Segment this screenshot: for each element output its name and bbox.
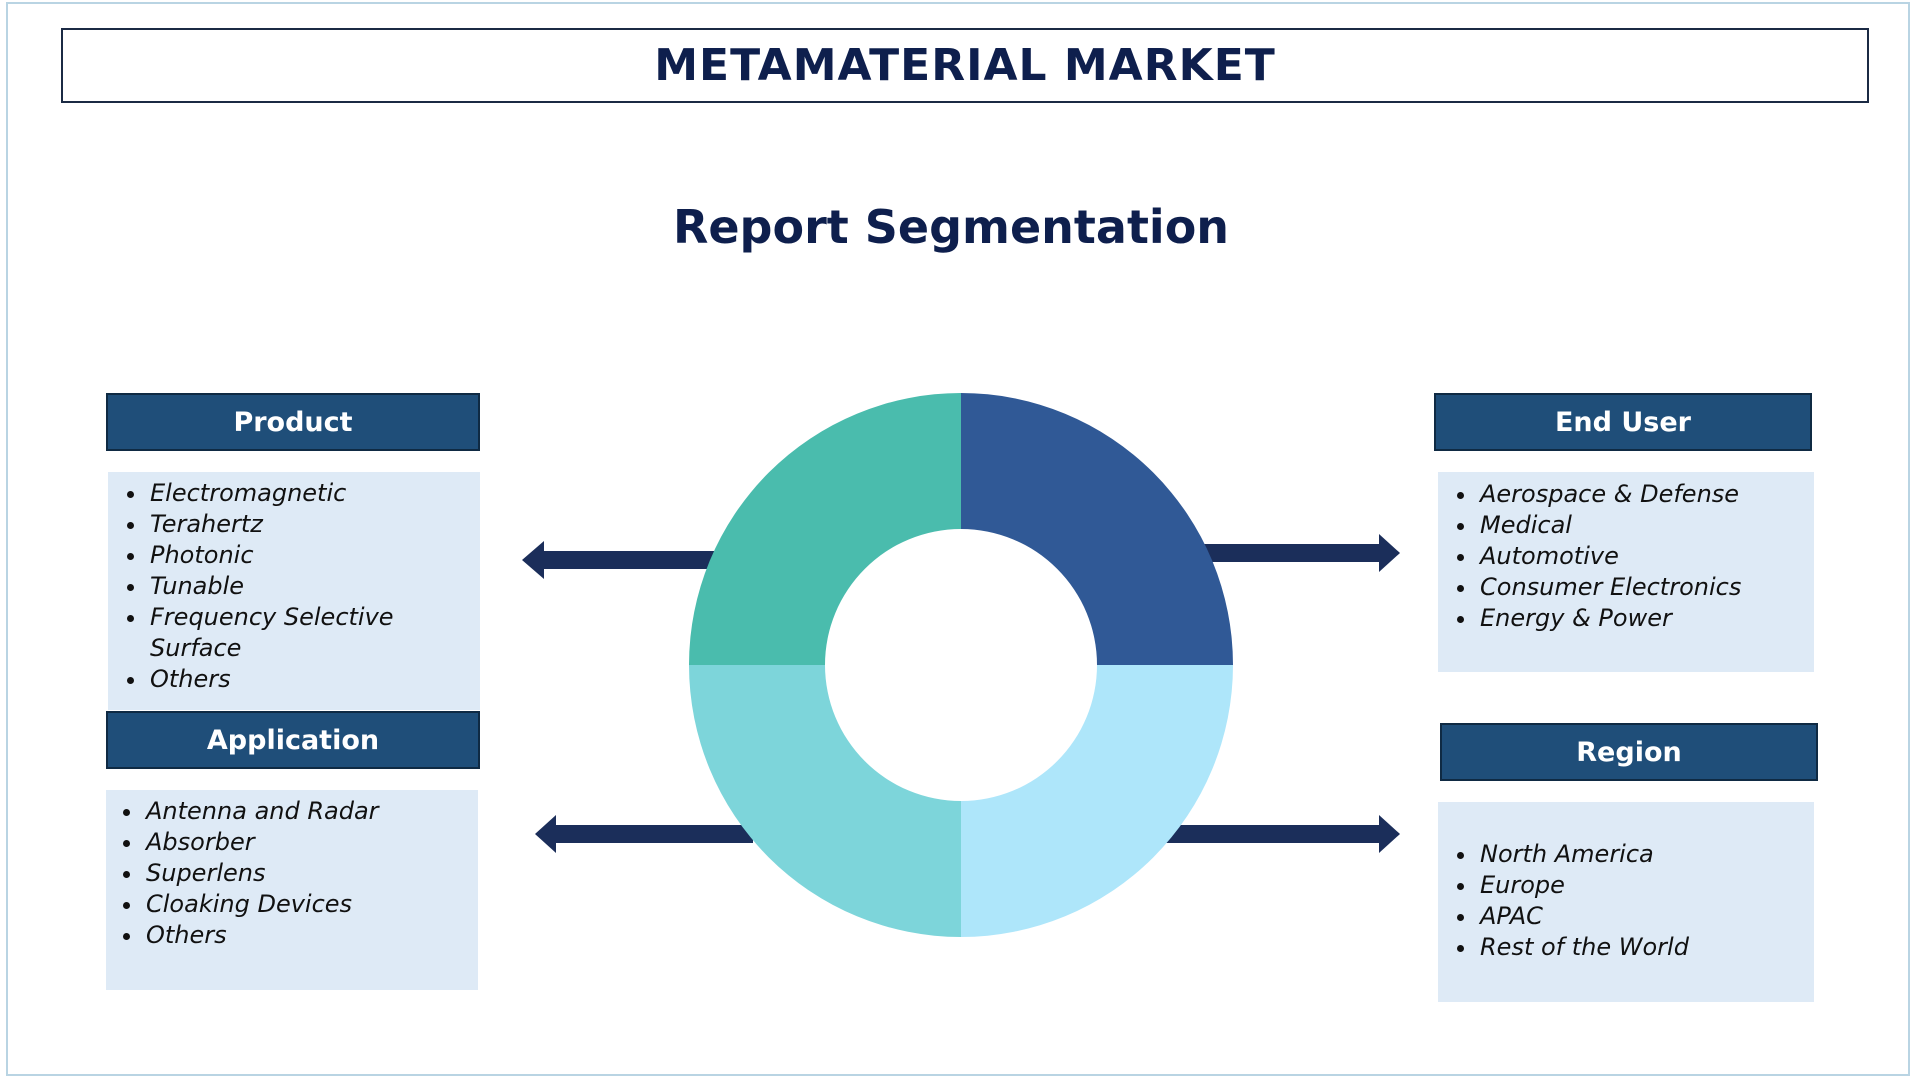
region-list-box: North America Europe APAC Rest of the Wo… [1438,802,1814,1002]
region-label: Region [1576,736,1682,768]
list-item: Antenna and Radar [123,796,478,827]
region-header: Region [1440,723,1818,781]
product-list-box: Electromagnetic Terahertz Photonic Tunab… [108,472,480,710]
application-label: Application [206,724,380,756]
donut-segment-bottom-left [689,665,961,937]
arrow-region [1165,815,1400,853]
list-item: Europe [1457,870,1814,901]
end-user-list: Aerospace & Defense Medical Automotive C… [1438,479,1814,634]
application-list-box: Antenna and Radar Absorber Superlens Clo… [106,790,478,990]
end-user-list-box: Aerospace & Defense Medical Automotive C… [1438,472,1814,672]
product-label: Product [233,406,353,438]
list-item: Photonic [127,540,480,571]
list-item: Others [127,664,480,695]
end-user-label: End User [1554,406,1691,438]
list-item: APAC [1457,901,1814,932]
product-list: Electromagnetic Terahertz Photonic Tunab… [108,478,480,695]
donut-segment-top-right [961,393,1233,665]
list-item: North America [1457,839,1814,870]
title-banner: METAMATERIAL MARKET [61,28,1869,103]
list-item: Superlens [123,858,478,889]
list-item: Aerospace & Defense [1457,479,1814,510]
region-list: North America Europe APAC Rest of the Wo… [1438,839,1814,963]
application-list: Antenna and Radar Absorber Superlens Clo… [106,796,478,951]
arrow-application [535,815,753,853]
list-item: Absorber [123,827,478,858]
arrow-product [522,541,720,579]
end-user-header: End User [1434,393,1812,451]
page-frame [6,2,1910,1076]
diagram-subtitle: Report Segmentation [672,200,1230,254]
list-item: Medical [1457,510,1814,541]
list-item: Electromagnetic [127,478,480,509]
product-header: Product [106,393,480,451]
application-header: Application [106,711,480,769]
list-item: Frequency Selective Surface [127,602,420,664]
list-item: Automotive [1457,541,1814,572]
list-item: Others [123,920,478,951]
donut-segment-bottom-right [961,665,1233,937]
list-item: Terahertz [127,509,480,540]
donut-segment-top-left [689,393,961,665]
list-item: Consumer Electronics [1457,572,1814,603]
arrow-end-user [1200,534,1400,572]
list-item: Energy & Power [1457,603,1814,634]
page-title: METAMATERIAL MARKET [654,40,1276,91]
list-item: Cloaking Devices [123,889,478,920]
list-item: Tunable [127,571,480,602]
list-item: Rest of the World [1457,932,1814,963]
